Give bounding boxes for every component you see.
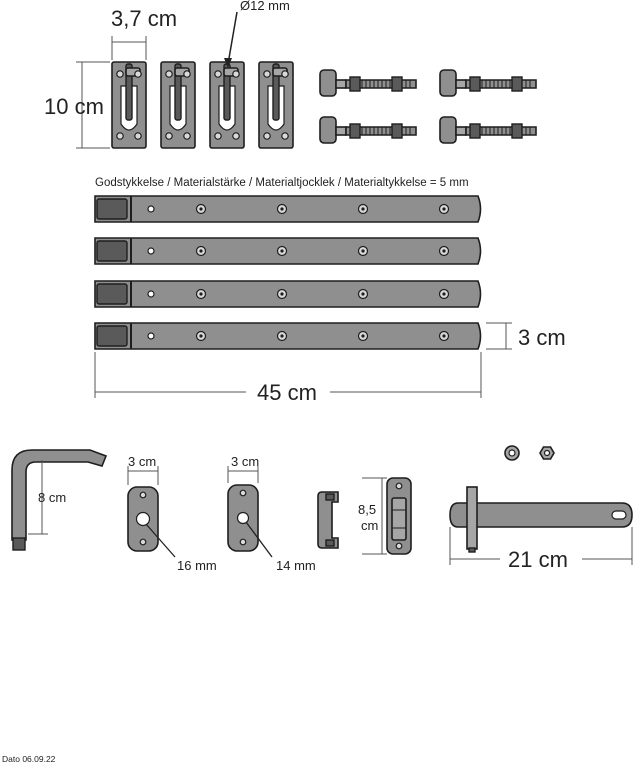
plate-16mm [127,486,159,552]
latch-4 [258,61,294,149]
flat-bar-with-pin [449,486,633,553]
washer [504,445,520,461]
plate1-width-label: 3 cm [128,454,156,469]
latch-height-label: 10 cm [44,94,104,119]
latch-width-label: 3,7 cm [111,6,177,31]
thickness-note: Godstykkelse / Materialstärke / Material… [95,177,469,189]
pin-length-label: 8 cm [38,490,66,505]
latch-1 [111,61,147,149]
nut [539,446,555,460]
date-label: Dato 06.09.22 [2,754,56,763]
l-pin [11,449,108,551]
strap-height-label: 3 cm [518,325,566,350]
plate2-width-label: 3 cm [231,454,259,469]
hinge-bolt-3 [439,69,537,97]
latch-2 [160,61,196,149]
strap-4 [94,322,482,350]
pin-diameter-label: Ø12 mm [240,0,290,13]
hinge-bolt-4 [439,116,537,144]
hinge-bolt-2 [319,116,417,144]
bar-length-label: 21 cm [508,547,568,572]
strap-2 [94,237,482,265]
plate1-hole-label: 16 mm [177,558,217,573]
plate2-hole-label: 14 mm [276,558,316,573]
strap-1 [94,195,482,223]
u-keeper [317,491,339,549]
keeper-height-label-b: cm [361,518,378,533]
strap-length-label: 45 cm [257,380,317,405]
strap-3 [94,280,482,308]
hinge-bolt-1 [319,69,417,97]
keeper-plate [386,477,412,555]
keeper-height-label-a: 8,5 [358,502,376,517]
latch-3 [209,61,245,149]
plate-14mm [227,484,259,552]
